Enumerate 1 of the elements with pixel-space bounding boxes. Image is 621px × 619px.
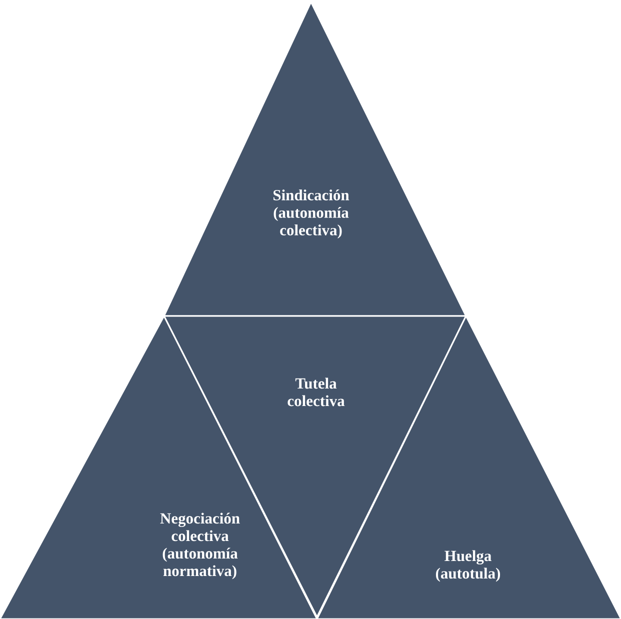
node-label: Negociación colectiva (autonomía normativa) xyxy=(160,512,240,580)
